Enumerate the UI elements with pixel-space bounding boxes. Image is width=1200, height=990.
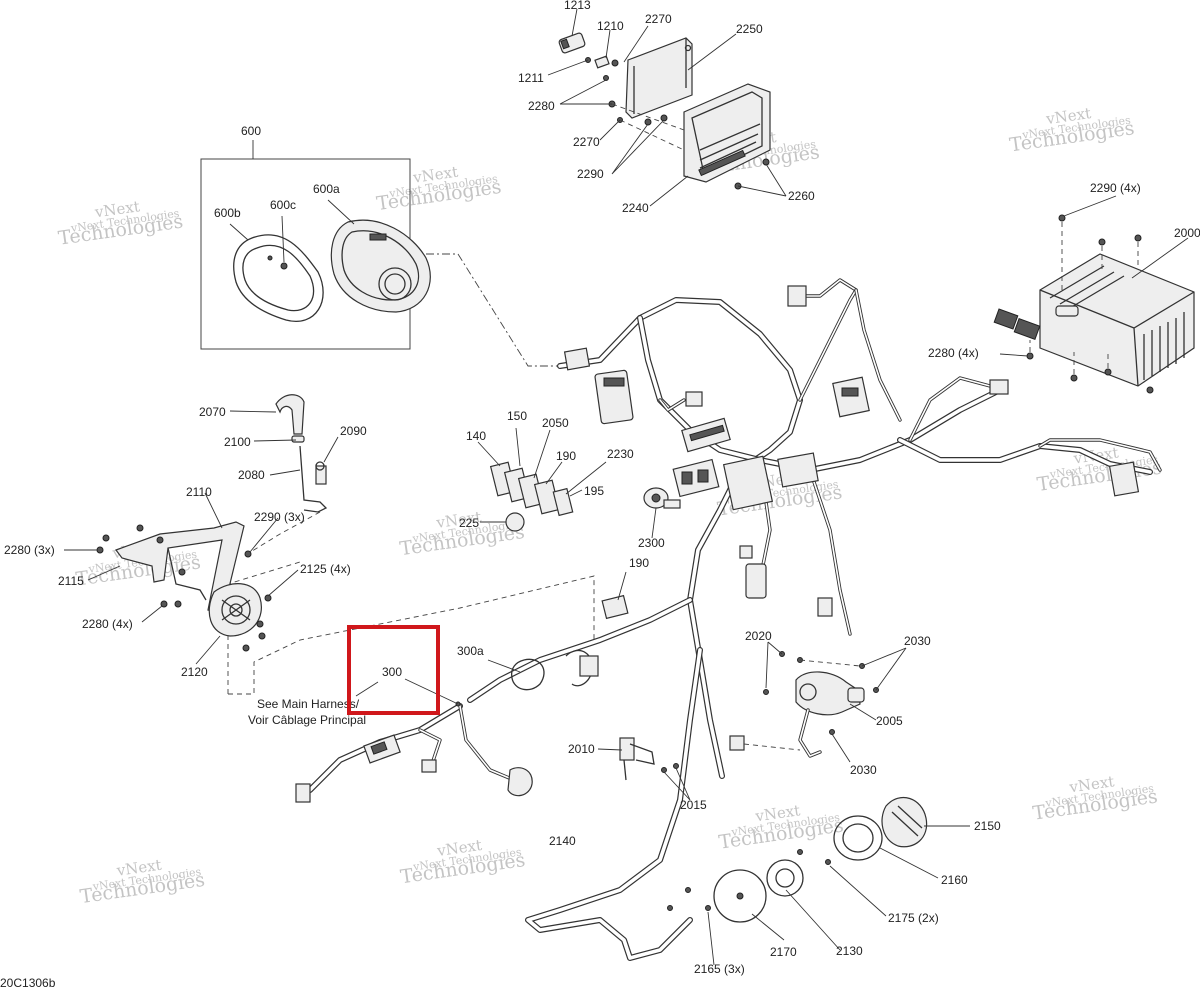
label-225: 225 [459,516,479,530]
sensor-2010 [597,737,691,801]
gauge-cluster-600 [200,140,431,350]
label-2240: 2240 [622,201,649,215]
label-2110: 2110 [186,485,212,499]
control-module-assembly [547,8,787,207]
label-2260: 2260 [788,189,815,203]
label-150: 150 [507,409,527,423]
watermark: vNext Technologies vNext Technologies [1031,772,1159,824]
label-2270-top: 2270 [645,12,672,26]
highlight-box [347,625,440,715]
label-140: 140 [466,429,486,443]
label-2130: 2130 [836,944,863,958]
label-2030-lower: 2030 [850,763,877,777]
label-300a: 300a [457,644,484,658]
label-600c: 600c [270,198,296,212]
label-2280-top: 2280 [528,99,555,113]
label-2290-top: 2290 [577,167,604,181]
watermark: vNext Technologies vNext Technologies [717,801,845,853]
label-2270-bottom: 2270 [573,135,600,149]
watermark: vNext Technologies vNext Technologies [1008,104,1136,156]
label-2160: 2160 [941,873,968,887]
label-2150: 2150 [974,819,1001,833]
label-2000: 2000 [1174,226,1200,240]
label-2280-3x: 2280 (3x) [4,543,55,557]
handle-2070 [275,394,305,435]
main-harness-2140 [467,278,1162,961]
label-2140: 2140 [549,834,576,848]
label-1210: 1210 [597,19,624,33]
label-190-upper: 190 [556,449,576,463]
label-600: 600 [241,124,261,138]
label-2010: 2010 [568,742,595,756]
gauge-display-600a [330,219,431,313]
handle-assembly [64,394,339,665]
label-2165-3x: 2165 (3x) [694,962,745,976]
switch-190 [601,594,629,620]
label-1211: 1211 [518,71,544,85]
label-2120: 2120 [181,665,208,679]
note-line-1: See Main Harness/ [257,697,360,711]
label-300: 300 [382,665,402,679]
label-2175-2x: 2175 (2x) [888,911,939,925]
label-2250: 2250 [736,22,763,36]
label-2015: 2015 [680,798,707,812]
module-bracket-2250 [625,37,693,119]
fuel-cap-assembly [667,796,970,966]
label-2300: 2300 [638,536,665,550]
centerline [426,253,560,367]
label-2280-4x-left: 2280 (4x) [82,617,133,631]
label-2070: 2070 [199,405,226,419]
label-2030-upper: 2030 [904,634,931,648]
switch-panel [477,427,629,620]
label-600b: 600b [214,206,241,220]
label-600a: 600a [313,182,340,196]
label-2280-4x-right: 2280 (4x) [928,346,979,360]
figure-code: 20C1306b [0,976,56,990]
ecu-2000 [993,195,1195,394]
label-1213: 1213 [564,0,591,12]
label-2005: 2005 [876,714,903,728]
label-195: 195 [584,484,604,498]
watermark: vNext Technologies vNext Technologies [375,163,503,215]
label-2230: 2230 [607,447,634,461]
label-2020: 2020 [745,629,772,643]
label-2290-4x: 2290 (4x) [1090,181,1141,195]
label-2050: 2050 [542,416,569,430]
watermark: vNext Technologies vNext Technologies [79,856,207,908]
label-2080: 2080 [238,468,265,482]
watermark-layer: vNext Technologies vNext Technologies vN… [57,104,1163,908]
callout-labels: 1213 1210 2270 2250 1211 2280 2270 2290 … [4,0,1200,976]
gauge-bezel-600b [233,234,324,323]
note-line-2: Voir Câblage Principal [248,713,366,727]
sub-harness-300 [295,649,599,803]
label-2090: 2090 [340,424,367,438]
watermark: vNext Technologies vNext Technologies [57,197,185,249]
sub-harness-outline [228,575,595,695]
actuator-2005 [743,641,907,763]
label-2290-3x: 2290 (3x) [254,510,305,524]
watermark: vNext Technologies vNext Technologies [399,836,527,888]
label-190-lower: 190 [629,556,649,570]
label-2125-4x: 2125 (4x) [300,562,351,576]
label-2115: 2115 [58,574,84,588]
label-2100: 2100 [224,435,251,449]
label-2170: 2170 [770,945,797,959]
watermark: vNext Technologies vNext Technologies [398,508,526,560]
